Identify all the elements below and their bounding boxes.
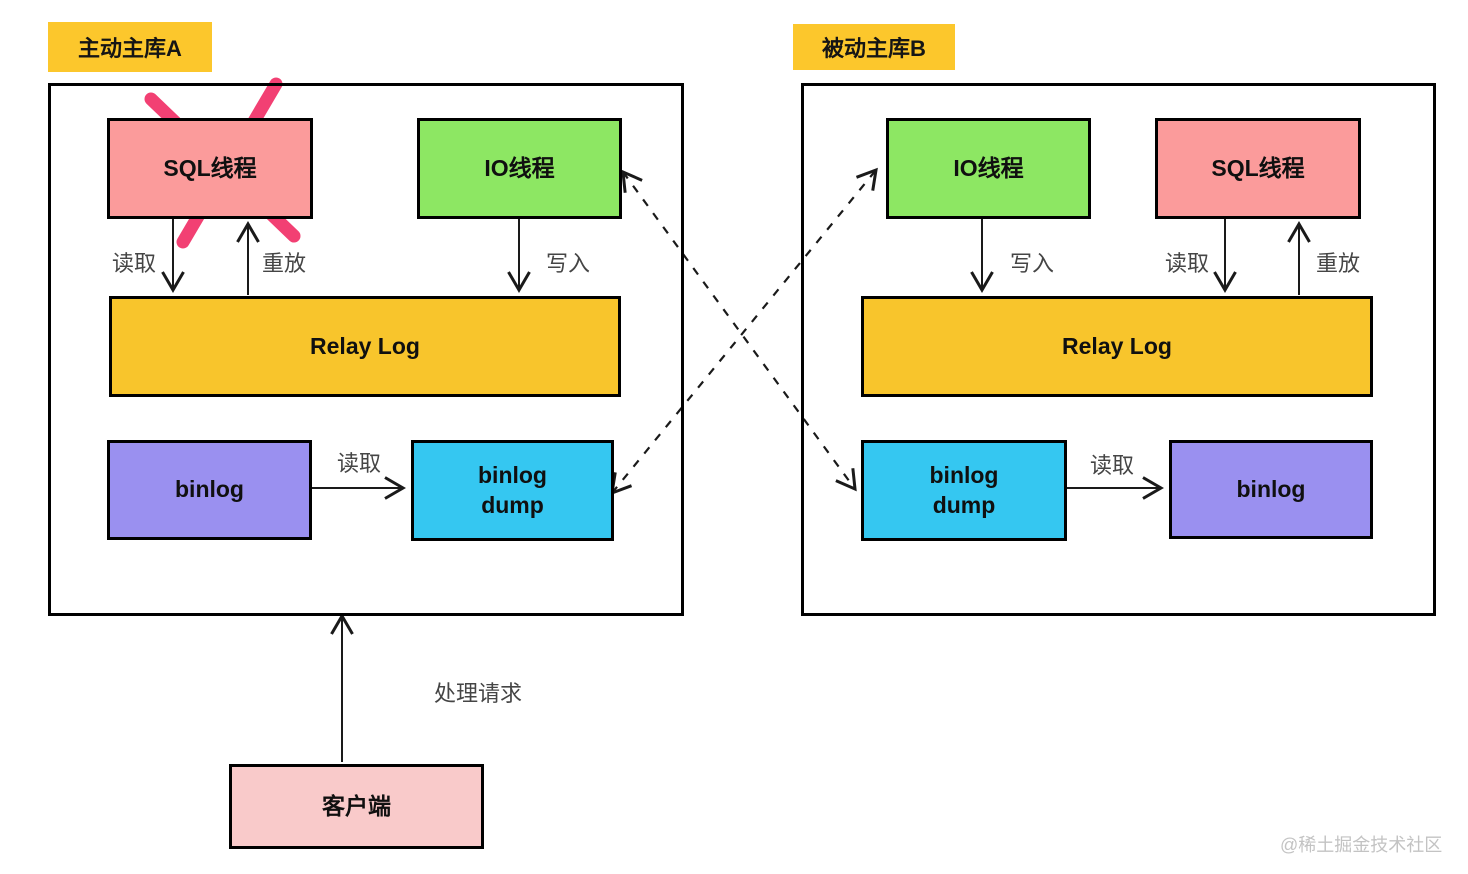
master-b-container xyxy=(801,83,1436,616)
a-binlog-box: binlog xyxy=(107,440,312,540)
master-a-container xyxy=(48,83,684,616)
client-request-edge-label: 处理请求 xyxy=(434,681,523,706)
b-replay-edge-label: 重放 xyxy=(1316,251,1361,276)
community-watermark: @稀土掘金技术社区 xyxy=(1280,835,1443,855)
a-read-edge-label: 读取 xyxy=(112,251,157,276)
b-relay-log-box: Relay Log xyxy=(861,296,1373,397)
a-relay-log-box: Relay Log xyxy=(109,296,621,397)
b-dump-read-edge-label: 读取 xyxy=(1090,453,1135,478)
label-active-master-a: 主动主库A xyxy=(48,22,212,72)
b-read-edge-label: 读取 xyxy=(1165,251,1210,276)
a-replay-edge-label: 重放 xyxy=(262,251,307,276)
b-sql-thread-box: SQL线程 xyxy=(1155,118,1361,219)
a-io-thread-box: IO线程 xyxy=(417,118,622,219)
label-passive-master-b: 被动主库B xyxy=(793,24,955,70)
a-sql-thread-box: SQL线程 xyxy=(107,118,313,219)
b-write-edge-label: 写入 xyxy=(1010,251,1055,276)
b-io-thread-box: IO线程 xyxy=(886,118,1091,219)
a-binlog-read-edge-label: 读取 xyxy=(337,451,382,476)
a-write-edge-label: 写入 xyxy=(546,251,591,276)
b-binlog-dump-box: binlog dump xyxy=(861,440,1067,541)
a-binlog-dump-box: binlog dump xyxy=(411,440,614,541)
b-binlog-box: binlog xyxy=(1169,440,1373,539)
client-box: 客户端 xyxy=(229,764,484,849)
